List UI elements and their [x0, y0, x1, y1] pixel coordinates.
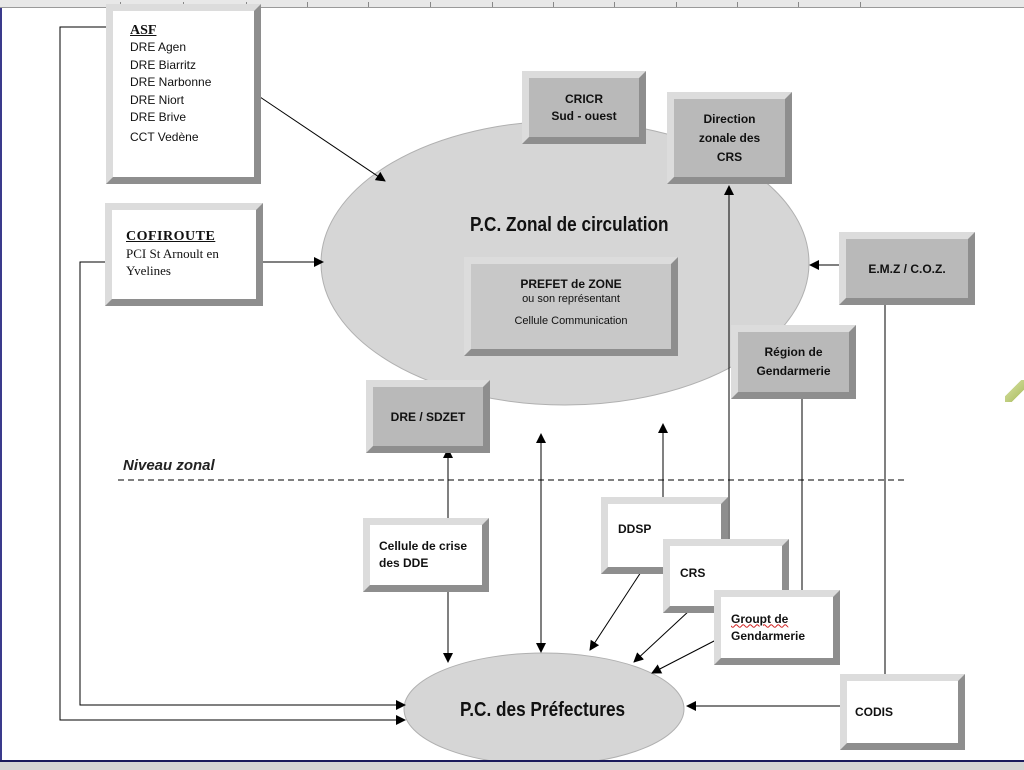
cellule-line1: Cellule de crise — [379, 539, 468, 553]
asf-line-agen: DRE Agen — [130, 40, 187, 54]
codis-label: CODIS — [855, 705, 894, 719]
emz-coz-box: E.M.Z / C.O.Z. — [839, 232, 975, 305]
cofiroute-box: COFIROUTE PCI St Arnoult en Yvelines — [105, 203, 263, 306]
asf-line-narbonne: DRE Narbonne — [130, 75, 212, 89]
dre-sdzet-box: DRE / SDZET — [366, 380, 490, 453]
cofiroute-line2: Yvelines — [126, 263, 171, 278]
cricr-box: CRICR Sud - ouest — [522, 71, 646, 144]
dre-sdzet-label: DRE / SDZET — [390, 409, 466, 424]
groupt-line1: Groupt de — [731, 611, 789, 626]
prefet-line2: ou son représentant — [522, 293, 620, 305]
asf-line-biarritz: DRE Biarritz — [130, 57, 197, 72]
asf-line-brive: DRE Brive — [130, 110, 187, 124]
region-line1: Région de — [764, 345, 823, 359]
prefet-box: PREFET de ZONE ou son représentant Cellu… — [464, 257, 678, 356]
arrow-groupt-prefectures — [651, 639, 717, 674]
groupt-gendarmerie-box: Groupt de Gendarmerie — [714, 590, 840, 665]
asf-box: ASF DRE Agen DRE Biarritz DRE Narbonne D… — [106, 4, 261, 184]
cofiroute-heading: COFIROUTE — [126, 229, 216, 244]
offscreen-image-fragment — [1005, 380, 1024, 402]
window-left-edge — [0, 8, 2, 760]
cofiroute-line1: PCI St Arnoult en — [126, 246, 219, 261]
prefet-line3: Cellule Communication — [514, 315, 628, 327]
direction-crs-line3: CRS — [716, 149, 743, 164]
asf-heading: ASF — [130, 23, 157, 38]
direction-crs-line2: zonale des — [698, 130, 761, 145]
window-bottom-bar — [0, 760, 1024, 770]
region-line2: Gendarmerie — [756, 364, 831, 378]
cellule-line2: des DDE — [379, 556, 429, 570]
arrow-crs-prefectures — [633, 609, 691, 663]
cricr-line1: CRICR — [565, 91, 603, 106]
direction-crs-line1: Direction — [703, 111, 756, 126]
region-gendarmerie-box: Région de Gendarmerie — [731, 325, 856, 399]
arrow-asf-prefectures — [59, 26, 406, 725]
ddsp-label: DDSP — [618, 522, 652, 536]
arrow-cofiroute-prefectures — [79, 261, 406, 710]
asf-line-vedene: CCT Vedène — [130, 129, 199, 144]
direction-crs-box: Direction zonale des CRS — [667, 92, 792, 184]
cellule-crise-box: Cellule de crise des DDE — [363, 518, 489, 592]
prefet-line1: PREFET de ZONE — [520, 277, 622, 291]
arrow-ddsp-prefectures — [589, 571, 642, 651]
pc-zonal-title: P.C. Zonal de circulation — [470, 214, 669, 236]
pc-prefectures-title: P.C. des Préfectures — [460, 699, 626, 721]
groupt-line2: Gendarmerie — [731, 628, 806, 643]
asf-line-niort: DRE Niort — [130, 92, 185, 107]
arrow-asf-zonal — [259, 96, 386, 182]
niveau-zonal-label: Niveau zonal — [123, 457, 215, 474]
crs-label: CRS — [680, 566, 706, 580]
cricr-line2: Sud - ouest — [551, 108, 617, 123]
codis-box: CODIS — [840, 674, 965, 750]
emz-coz-label: E.M.Z / C.O.Z. — [868, 261, 946, 276]
